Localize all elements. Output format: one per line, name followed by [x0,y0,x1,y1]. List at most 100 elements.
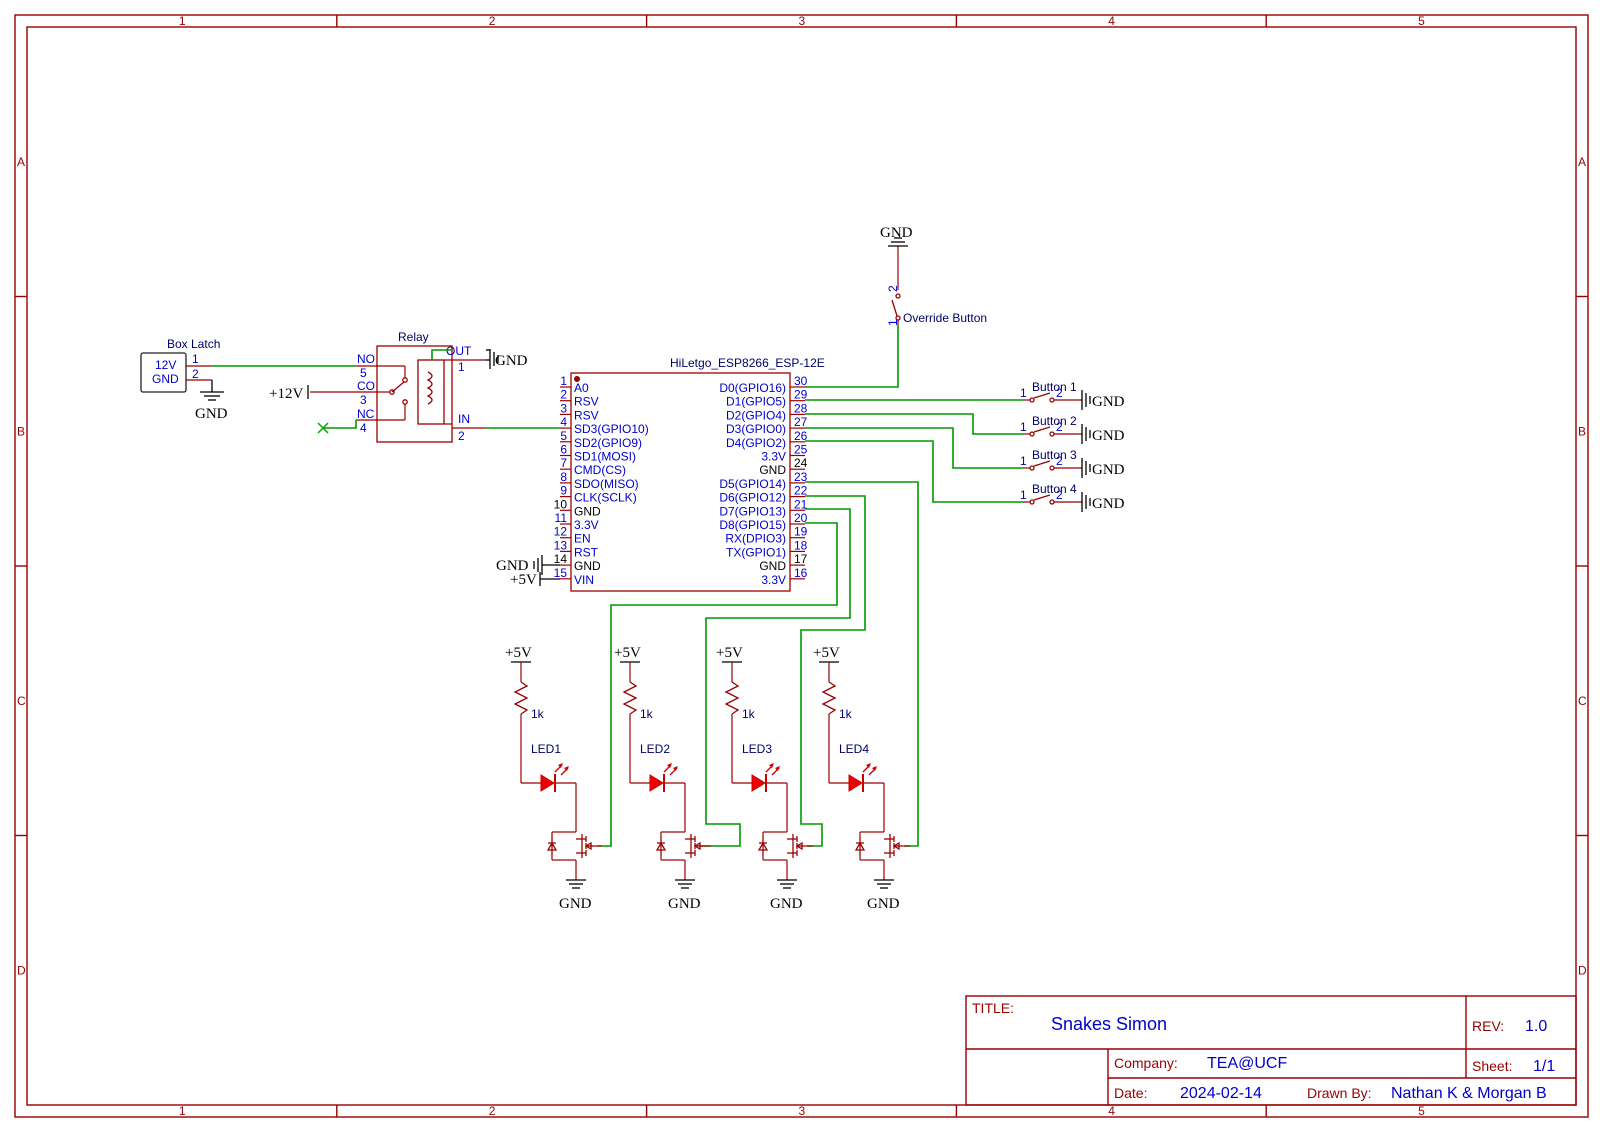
resistor-value: 1k [742,707,756,721]
relay-pin-label-out: OUT [446,344,472,358]
button-pin-2: 2 [1056,488,1063,502]
mcu-pin-label: GND [759,559,786,573]
mcu-pin-label: D1(GPIO5) [726,395,786,409]
frame-row-label-right: A [1578,155,1586,169]
mcu-pin-num: 24 [794,456,808,470]
override-name: Override Button [903,311,987,325]
frame-col-label-top: 4 [1108,14,1115,28]
drawn-value: Nathan K & Morgan B [1391,1085,1547,1102]
mcu-pin-num: 1 [560,374,567,388]
mcu-pin-label: SDO(MISO) [574,477,639,491]
mcu-pin-label: D0(GPIO16) [719,381,786,395]
frame-row-label-right: C [1578,694,1587,708]
frame-row-label-left: C [17,694,26,708]
gnd-label-override: GND [880,225,913,241]
button-gnd-label: GND [1092,428,1125,444]
mcu-pin-num: 26 [794,429,808,443]
frame-col-label-bottom: 5 [1418,1104,1425,1118]
gnd-label-mcu: GND [496,558,529,574]
box-latch-pin-label-1: 12V [155,358,176,372]
override-pin-1: 1 [886,319,900,326]
led-plus5v-label: +5V [716,645,743,661]
mcu-pin-num: 9 [560,484,567,498]
sheet-label: Sheet: [1472,1058,1512,1074]
mcu-pin-num: 23 [794,470,808,484]
button-name: Button 2 [1032,414,1077,428]
mcu-pin-num: 8 [560,470,567,484]
mcu-pin-label: RST [574,545,599,559]
relay: Relay NO 5 CO 3 NC 4 OUT 1 IN 2 [356,330,486,443]
mcu-pin-num: 5 [560,429,567,443]
mcu-pin-num: 10 [554,497,568,511]
led-plus5v-label: +5V [505,645,532,661]
override-button: 2 1 Override Button [886,246,987,326]
mcu-pin-label: D7(GPIO13) [719,504,786,518]
led-plus5v-label: +5V [614,645,641,661]
mcu-pin-label: TX(GPIO1) [726,545,786,559]
relay-pin-num-2: 2 [458,429,465,443]
mcu-pin-label: VIN [574,573,594,587]
relay-pin-num-3: 3 [360,393,367,407]
mcu-pin-num: 13 [554,538,568,552]
mcu-pin-label: SD2(GPIO9) [574,436,642,450]
mcu-pin-num: 30 [794,374,808,388]
button-name: Button 4 [1032,482,1077,496]
button-pin-1: 1 [1020,386,1027,400]
date-value: 2024-02-14 [1180,1085,1262,1102]
mcu-pin-num: 2 [560,388,567,402]
box-latch-pin-num-2: 2 [192,367,199,381]
wires [212,326,1024,847]
led-channels: +5V1kLED1GND+5V1kLED2GND+5V1kLED3GND+5V1… [505,645,910,912]
frame-col-label-bottom: 1 [179,1104,186,1118]
button-gnd-label: GND [1092,496,1125,512]
led-gnd-label: GND [559,896,592,912]
mcu-pin-label: D6(GPIO12) [719,491,786,505]
button-pin-2: 2 [1056,454,1063,468]
mcu-pin-label: A0 [574,381,589,395]
sheet-value: 1/1 [1533,1058,1555,1075]
frame-col-label-bottom: 4 [1108,1104,1115,1118]
led-gnd-label: GND [867,896,900,912]
mcu-pin-num: 15 [554,566,568,580]
led-plus5v-label: +5V [813,645,840,661]
led-gnd-label: GND [770,896,803,912]
mcu-pin-num: 25 [794,443,808,457]
title-value: Snakes Simon [1051,1014,1167,1034]
mcu-pin-num: 12 [554,525,568,539]
frame-col-label-top: 5 [1418,14,1425,28]
frame-col-label-top: 2 [489,14,496,28]
mcu-pin-label: 3.3V [574,518,599,532]
frame-row-label-left: B [17,424,25,438]
button-pin-1: 1 [1020,488,1027,502]
frame-col-label-bottom: 2 [489,1104,496,1118]
frame-col-label-bottom: 3 [799,1104,806,1118]
button-pin-1: 1 [1020,420,1027,434]
mcu-pin-label: D3(GPIO0) [726,422,786,436]
frame-col-label-top: 3 [799,14,806,28]
power-symbols: GND +12V GND GND GND +5V [195,225,913,588]
mcu-pin-num: 4 [560,415,567,429]
frame-col-label-top: 1 [179,14,186,28]
relay-pin-num-4: 4 [360,421,367,435]
resistor-value: 1k [839,707,853,721]
plus12v-label: +12V [269,386,303,402]
led-name: LED2 [640,742,670,756]
mcu-pin-num: 28 [794,401,808,415]
resistor-value: 1k [640,707,654,721]
mcu-pin-num: 16 [794,566,808,580]
button-name: Button 1 [1032,380,1077,394]
button-pin-2: 2 [1056,386,1063,400]
button-name: Button 3 [1032,448,1077,462]
gnd-label-relay: GND [495,353,528,369]
mcu-pin-num: 6 [560,443,567,457]
mcu-pin-label: 3.3V [761,450,786,464]
mcu-pin-num: 29 [794,388,808,402]
relay-pin-label-nc: NC [357,407,375,421]
